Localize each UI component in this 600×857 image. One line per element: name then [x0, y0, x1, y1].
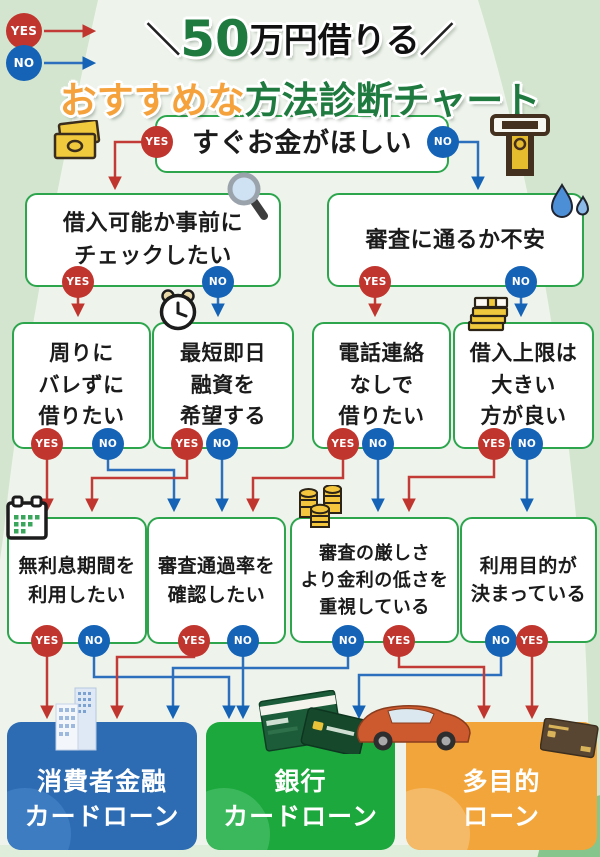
corner-decoration	[406, 788, 470, 850]
alarm-clock-icon	[159, 289, 197, 331]
question-high-limit: 借入上限は 大きい 方が良い	[453, 322, 594, 449]
question-purpose-decided: 利用目的が 決まっている	[460, 517, 597, 643]
yes-badge: YES	[171, 428, 203, 460]
yes-badge: YES	[327, 428, 359, 460]
legend-no-badge: NO	[6, 45, 42, 81]
no-badge: NO	[206, 428, 238, 460]
yes-badge: YES	[31, 428, 63, 460]
yes-badge: YES	[141, 126, 173, 158]
title-line2-orange: おすすめな	[59, 79, 245, 122]
no-badge: NO	[511, 428, 543, 460]
no-badge: NO	[92, 428, 124, 460]
bill-stack-icon	[467, 296, 509, 332]
title-slash-close: ／	[419, 21, 454, 61]
yes-badge: YES	[359, 266, 391, 298]
title-line1-rest: 万円借りる	[249, 21, 420, 61]
question-check-in-advance: 借入可能か事前に チェックしたい	[25, 193, 281, 287]
no-badge: NO	[202, 266, 234, 298]
yes-badge: YES	[383, 625, 415, 657]
no-badge: NO	[227, 625, 259, 657]
atm-icon	[490, 114, 550, 176]
money-bills-icon	[53, 120, 101, 160]
result-consumer-finance-card-loan: 消費者金融 カードローン	[7, 722, 197, 850]
yes-badge: YES	[178, 625, 210, 657]
question-low-interest-priority: 審査の厳しさ より金利の低さを 重視している	[290, 517, 459, 643]
magnifier-icon	[227, 172, 268, 220]
car-icon	[356, 704, 471, 751]
water-drops-icon	[550, 183, 590, 218]
question-borrow-secretly: 周りに バレずに 借りたい	[12, 322, 151, 449]
yes-badge: YES	[62, 266, 94, 298]
coin-stacks-icon	[299, 485, 342, 528]
credit-card-icon	[540, 718, 599, 759]
yes-badge: YES	[478, 428, 510, 460]
no-badge: NO	[332, 625, 364, 657]
result-label: 消費者金融 カードローン	[24, 767, 180, 831]
no-badge: NO	[485, 625, 517, 657]
question-pass-rate: 審査通過率を 確認したい	[147, 517, 286, 644]
title-amount: 50	[180, 10, 250, 68]
yes-badge: YES	[31, 625, 63, 657]
no-badge: NO	[505, 266, 537, 298]
no-badge: NO	[78, 625, 110, 657]
legend-yes-badge: YES	[6, 13, 42, 49]
building-icon	[55, 687, 97, 751]
calendar-icon	[6, 495, 48, 540]
yes-badge: YES	[516, 625, 548, 657]
question-no-phone-contact: 電話連絡 なしで 借りたい	[312, 322, 451, 449]
title-slash-open: ＼	[146, 21, 181, 61]
no-badge: NO	[427, 126, 459, 158]
question-same-day-loan: 最短即日 融資を 希望する	[152, 322, 294, 449]
result-label: 銀行 カードローン	[223, 767, 378, 831]
page-title: ＼50万円借りる／ おすすめな方法診断チャート	[0, 10, 600, 124]
title-line1: ＼50万円借りる／	[0, 10, 600, 68]
no-badge: NO	[362, 428, 394, 460]
result-label: 多目的 ローン	[462, 767, 541, 831]
